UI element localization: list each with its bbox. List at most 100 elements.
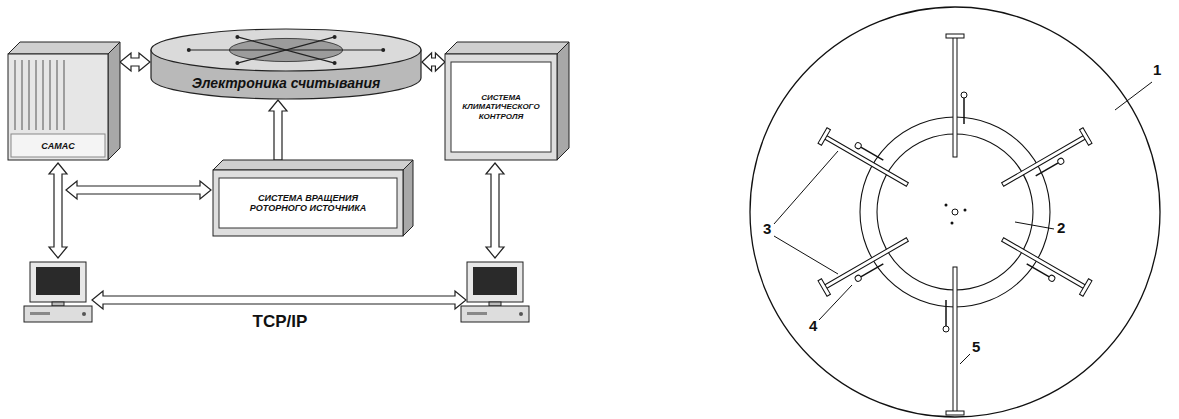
pin: [861, 147, 884, 160]
drive-slot: [467, 312, 487, 315]
data-link-arrow: [120, 53, 150, 71]
computer-unit: [24, 306, 92, 322]
center-dot: [964, 209, 967, 212]
spoke-end: [333, 35, 337, 39]
climate-control-box: СИСТЕМА КЛИМАТИЧЕСКОГО КОНТРОЛЯ: [445, 42, 569, 160]
readout-electronics-disk: Электроника считывания: [150, 28, 422, 100]
rod-cap: [818, 128, 830, 146]
box-side: [403, 160, 413, 236]
computer-screen: [36, 267, 80, 295]
box-top: [213, 160, 413, 170]
center-mark: [952, 209, 958, 215]
leader-line: [1015, 222, 1054, 229]
data-link-arrow: [269, 100, 287, 160]
crate-module: [15, 60, 16, 130]
rod: [824, 135, 908, 186]
box-top: [445, 42, 569, 54]
pin: [963, 98, 965, 124]
crate-plate: [11, 134, 105, 157]
callout-number: 4: [808, 318, 818, 335]
text-area: Электроника считывания: [174, 70, 398, 96]
crate-module: [50, 60, 51, 130]
power-button: [82, 312, 86, 316]
crate-module: [22, 60, 23, 130]
spoke-end: [235, 35, 239, 39]
spoke-end: [333, 61, 337, 65]
leader-line: [1115, 82, 1152, 110]
outer-disk: [750, 7, 1160, 417]
box-front: [8, 54, 108, 160]
spoke-end: [381, 48, 385, 52]
box-label: СИСТЕМА ВРАЩЕНИЯ РОТОРНОГО ИСТОЧНИКА: [243, 193, 373, 214]
drive-slot: [30, 312, 50, 315]
computer-stand: [489, 302, 501, 306]
box-side: [108, 42, 120, 160]
spoke-end: [187, 48, 191, 52]
box-label: СИСТЕМА КЛИМАТИЧЕСКОГО КОНТРОЛЯ: [457, 93, 545, 121]
callout-number: 3: [762, 221, 772, 238]
pin-head: [1048, 274, 1056, 282]
rotation-system-box: СИСТЕМА ВРАЩЕНИЯ РОТОРНОГО ИСТОЧНИКА: [213, 160, 413, 236]
callout-number: 1: [1152, 62, 1162, 79]
crate-module: [36, 60, 37, 130]
rod-cap: [1080, 279, 1092, 297]
box-panel: [219, 178, 397, 228]
pin-head: [961, 92, 967, 98]
box-side: [557, 42, 569, 160]
rod: [1002, 238, 1086, 289]
pin-head: [854, 142, 862, 150]
computer-screen: [473, 267, 517, 295]
box-top: [8, 42, 120, 54]
pin: [945, 300, 947, 326]
center-dot: [945, 204, 948, 207]
rod-cap: [946, 411, 964, 415]
rod-cap: [1080, 128, 1092, 146]
link-arrow: [66, 181, 211, 199]
pin: [1036, 163, 1059, 176]
pin: [1027, 264, 1050, 277]
box-front: [213, 170, 403, 236]
rod: [953, 267, 957, 412]
rod: [953, 37, 957, 157]
center-dot: [951, 222, 954, 225]
disk-top: [151, 29, 421, 71]
box-front: [445, 54, 557, 160]
pin-head: [1057, 157, 1065, 165]
crate-module: [29, 60, 30, 130]
pin-head: [943, 326, 949, 332]
pin: [861, 264, 884, 277]
power-button: [519, 312, 523, 316]
text-area: СИСТЕМА ВРАЩЕНИЯ РОТОРНОГО ИСТОЧНИКА: [222, 181, 394, 225]
callout-number: 2: [1056, 220, 1066, 237]
link-arrow: [486, 163, 504, 258]
computer-stand: [52, 302, 64, 306]
leader-line: [960, 354, 970, 364]
crate-module: [64, 60, 65, 130]
box-label: CAMAC: [41, 141, 75, 151]
computer-monitor: [30, 262, 86, 302]
disk-spoke: [237, 37, 334, 63]
camac-crate: CAMAC: [8, 42, 120, 160]
box-label: Электроника считывания: [192, 75, 381, 91]
crate-module: [57, 60, 58, 130]
box-panel: [451, 62, 551, 152]
text-area: СИСТЕМА КЛИМАТИЧЕСКОГО КОНТРОЛЯ: [454, 65, 548, 149]
crate-module: [43, 60, 44, 130]
data-link-arrow: [422, 53, 445, 71]
spoke-end: [235, 61, 239, 65]
protocol-label: TCP/IP: [239, 313, 321, 332]
network-arrow: [92, 291, 466, 309]
rod: [1002, 135, 1086, 186]
leader-line: [819, 285, 852, 320]
computer-unit: [461, 306, 529, 322]
rod-cap: [946, 34, 964, 38]
disk-spoke: [237, 37, 334, 63]
link-arrow: [49, 163, 67, 258]
computer-monitor: [467, 262, 523, 302]
rod-cap: [818, 279, 830, 297]
callout-number: 5: [971, 339, 981, 356]
leader-line: [774, 236, 838, 274]
rod: [824, 238, 908, 289]
pin-head: [854, 274, 862, 282]
leader-line: [774, 151, 838, 224]
